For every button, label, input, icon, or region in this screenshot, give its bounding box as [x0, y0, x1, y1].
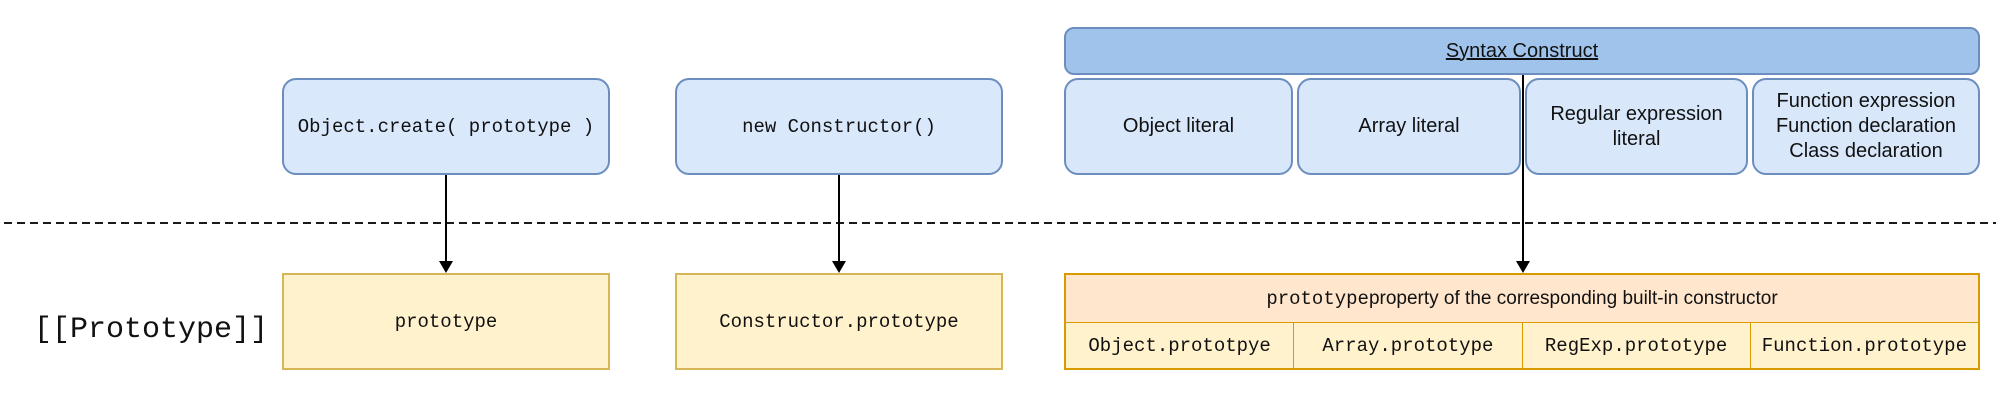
object-create-box: Object.create( prototype ): [282, 78, 610, 175]
arrow-line: [1522, 75, 1524, 262]
function-declaration-label: Function expression Function declaration…: [1776, 89, 1956, 164]
prototype-boundary-divider: [4, 222, 1996, 224]
builtin-constructor-table: prototype property of the corresponding …: [1064, 273, 1980, 370]
prototype-slot-label: [[Prototype]]: [33, 313, 269, 347]
new-constructor-box: new Constructor(): [675, 78, 1003, 175]
object-prototype-cell: Object.prototpye: [1066, 323, 1295, 368]
arrow-line: [445, 175, 447, 262]
prototype-box: prototype: [282, 273, 610, 370]
object-literal-label: Object literal: [1122, 115, 1235, 137]
function-expression-line: Function expression: [1776, 90, 1956, 112]
regexp-prototype-cell: RegExp.prototype: [1523, 323, 1751, 368]
array-literal-box: Array literal: [1297, 78, 1521, 175]
builtin-constructor-cells: Object.prototpye Array.prototype RegExp.…: [1066, 323, 1978, 368]
array-literal-label: Array literal: [1358, 115, 1460, 137]
function-declaration-box: Function expression Function declaration…: [1752, 78, 1980, 175]
arrow-line: [838, 175, 840, 262]
function-prototype-cell: Function.prototype: [1761, 334, 1967, 357]
array-prototype-cell: Array.prototype: [1294, 323, 1523, 368]
regexp-literal-label: Regular expression literal: [1550, 102, 1723, 150]
builtin-constructor-header: prototype property of the corresponding …: [1066, 275, 1978, 323]
builtin-header-code: prototype: [1266, 287, 1369, 310]
arrow-down-icon: [1516, 261, 1530, 273]
new-constructor-label: new Constructor(): [742, 115, 936, 138]
class-declaration-line: Class declaration: [1789, 140, 1943, 162]
syntax-construct-title: Syntax Construct: [1445, 39, 1599, 62]
object-literal-box: Object literal: [1064, 78, 1293, 175]
builtin-header-text: property of the corresponding built-in c…: [1368, 287, 1778, 309]
arrow-down-icon: [832, 261, 846, 273]
constructor-prototype-label: Constructor.prototype: [719, 310, 959, 333]
prototype-box-label: prototype: [394, 310, 498, 333]
arrow-down-icon: [439, 261, 453, 273]
regexp-literal-box: Regular expression literal: [1525, 78, 1748, 175]
object-create-label: Object.create( prototype ): [297, 115, 595, 138]
syntax-construct-header: Syntax Construct: [1064, 27, 1980, 75]
function-declaration-line: Function declaration: [1775, 115, 1957, 137]
constructor-prototype-box: Constructor.prototype: [675, 273, 1003, 370]
